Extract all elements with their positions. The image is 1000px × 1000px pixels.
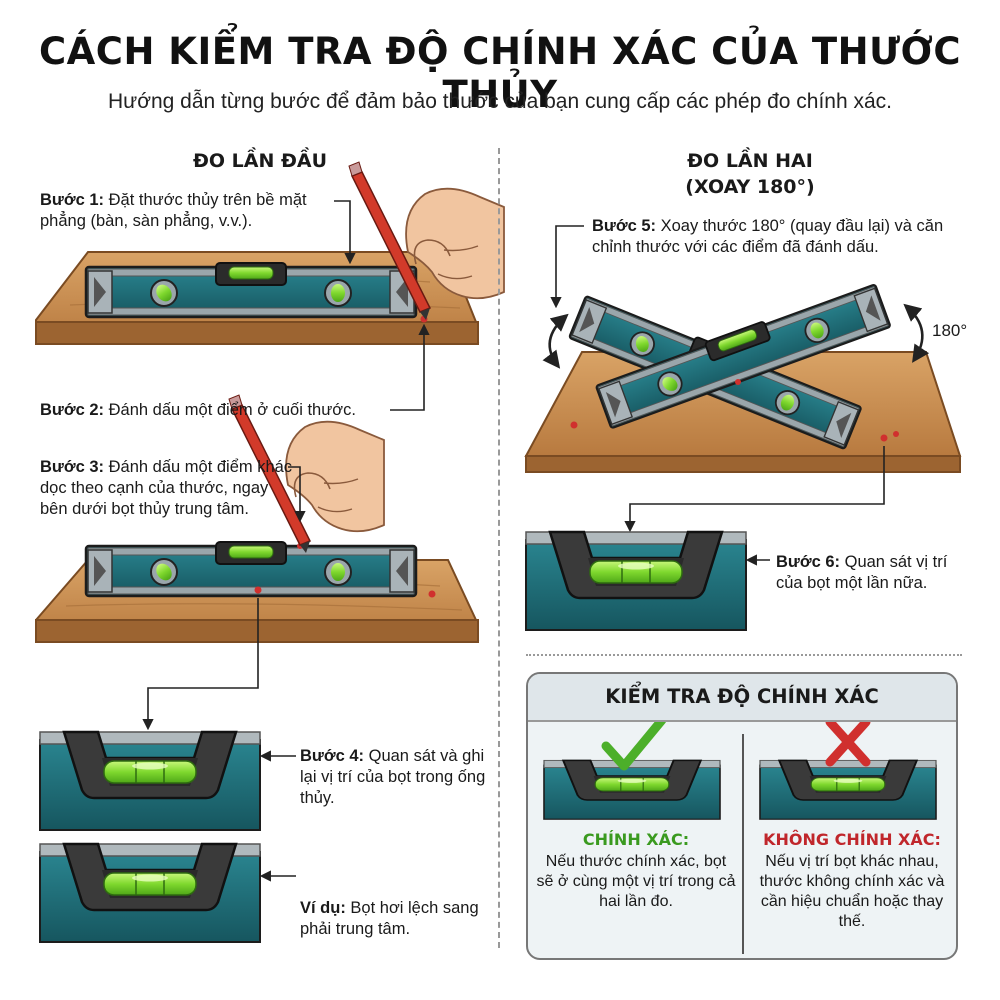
cross-icon [825,717,871,767]
rotation-arrow-right [903,303,930,363]
step-4-body: Quan sát và ghi lại vị trí của bọt trong… [300,747,486,807]
row-divider [526,654,962,656]
step-6-label: Bước 6: [776,553,841,571]
second-measure-heading-line-2: (XOAY 180°) [685,176,815,198]
example-text: Ví dụ: Bọt hơi lệch sang phải trung tâm. [300,898,480,940]
mark-dot-right-4 [735,379,741,385]
leader-line-to-vial [142,598,259,731]
example-body: Bọt hơi lệch sang phải trung tâm. [300,899,479,938]
step-4-text: Bước 4: Quan sát và ghi lại vị trí của b… [300,746,490,809]
rotation-label: 180° [932,321,968,340]
leader-line-step-2 [390,323,430,411]
step-1-text: Bước 1: Đặt thước thủy trên bề mặt phẳng… [40,190,340,232]
step-3-body: Đánh dấu một điểm khác dọc theo cạnh của… [40,458,293,518]
first-measure-heading: ĐO LẦN ĐẦU [192,150,328,172]
vial-closeup-step-6 [524,530,748,632]
vial-closeup-example [38,842,262,944]
check-icon [601,715,667,771]
step-5-body: Xoay thước 180° (quay đầu lại) và căn ch… [592,217,944,256]
step-5-label: Bước 5: [592,217,657,235]
second-measure-heading: ĐO LẦN HAI (XOAY 180°) [560,148,940,200]
step-1-label: Bước 1: [40,191,105,209]
step-2-label: Bước 2: [40,401,105,419]
leader-line-to-vial-right [624,446,885,533]
mark-dot-right-3 [893,431,899,437]
page-title: CÁCH KIỂM TRA ĐỘ CHÍNH XÁC CỦA THƯỚC THỦ… [39,30,961,116]
mark-dot-end-2 [428,590,436,598]
vial-closeup-step-4 [38,730,262,832]
incorrect-label: KHÔNG CHÍNH XÁC: [763,830,941,849]
step-1-body: Đặt thước thủy trên bề mặt phẳng (bàn, s… [40,191,307,230]
accuracy-check-panel: KIỂM TRA ĐỘ CHÍNH XÁC CHÍNH XÁC: Nếu thư… [526,672,958,960]
column-divider [498,148,500,948]
mark-dot-right-1 [570,421,578,429]
page-subtitle: Hướng dẫn từng bước để đảm bảo thước của… [107,90,893,113]
spirit-level-step-3 [84,540,418,598]
step-6-body: Quan sát vị trí của bọt một lần nữa. [776,553,948,592]
step-6-text: Bước 6: Quan sát vị trí của bọt một lần … [776,552,966,594]
incorrect-description: Nếu vị trí bọt khác nhau, thước không ch… [759,853,945,930]
rotation-arrow-left [542,313,569,369]
second-measure-heading-line-1: ĐO LẦN HAI [687,150,813,172]
correct-label: CHÍNH XÁC: [582,830,690,849]
step-4-label: Bước 4: [300,747,365,765]
correct-description: Nếu thước chính xác, bọt sẽ ở cùng một v… [536,853,736,910]
leader-line-step-1 [334,200,356,265]
mark-dot-right-2 [880,434,888,442]
step-5-text: Bước 5: Xoay thước 180° (quay đầu lại) v… [592,216,952,258]
mark-dot-center [254,586,262,594]
leader-line-step-3 [288,466,306,523]
example-label: Ví dụ: [300,899,346,917]
spirit-level-step-1 [84,261,418,319]
step-2-text: Bước 2: Đánh dấu một điểm ở cuối thước. [40,400,400,421]
step-3-text: Bước 3: Đánh dấu một điểm khác dọc theo … [40,457,300,520]
accuracy-check-divider [742,734,744,954]
step-3-label: Bước 3: [40,458,105,476]
accuracy-check-heading: KIỂM TRA ĐỘ CHÍNH XÁC [528,674,956,722]
correct-verdict: CHÍNH XÁC: Nếu thước chính xác, bọt sẽ ở… [536,830,736,912]
incorrect-verdict: KHÔNG CHÍNH XÁC: Nếu vị trí bọt khác nha… [750,830,954,932]
leader-line-step-5 [550,225,584,309]
step-2-body: Đánh dấu một điểm ở cuối thước. [108,401,356,419]
